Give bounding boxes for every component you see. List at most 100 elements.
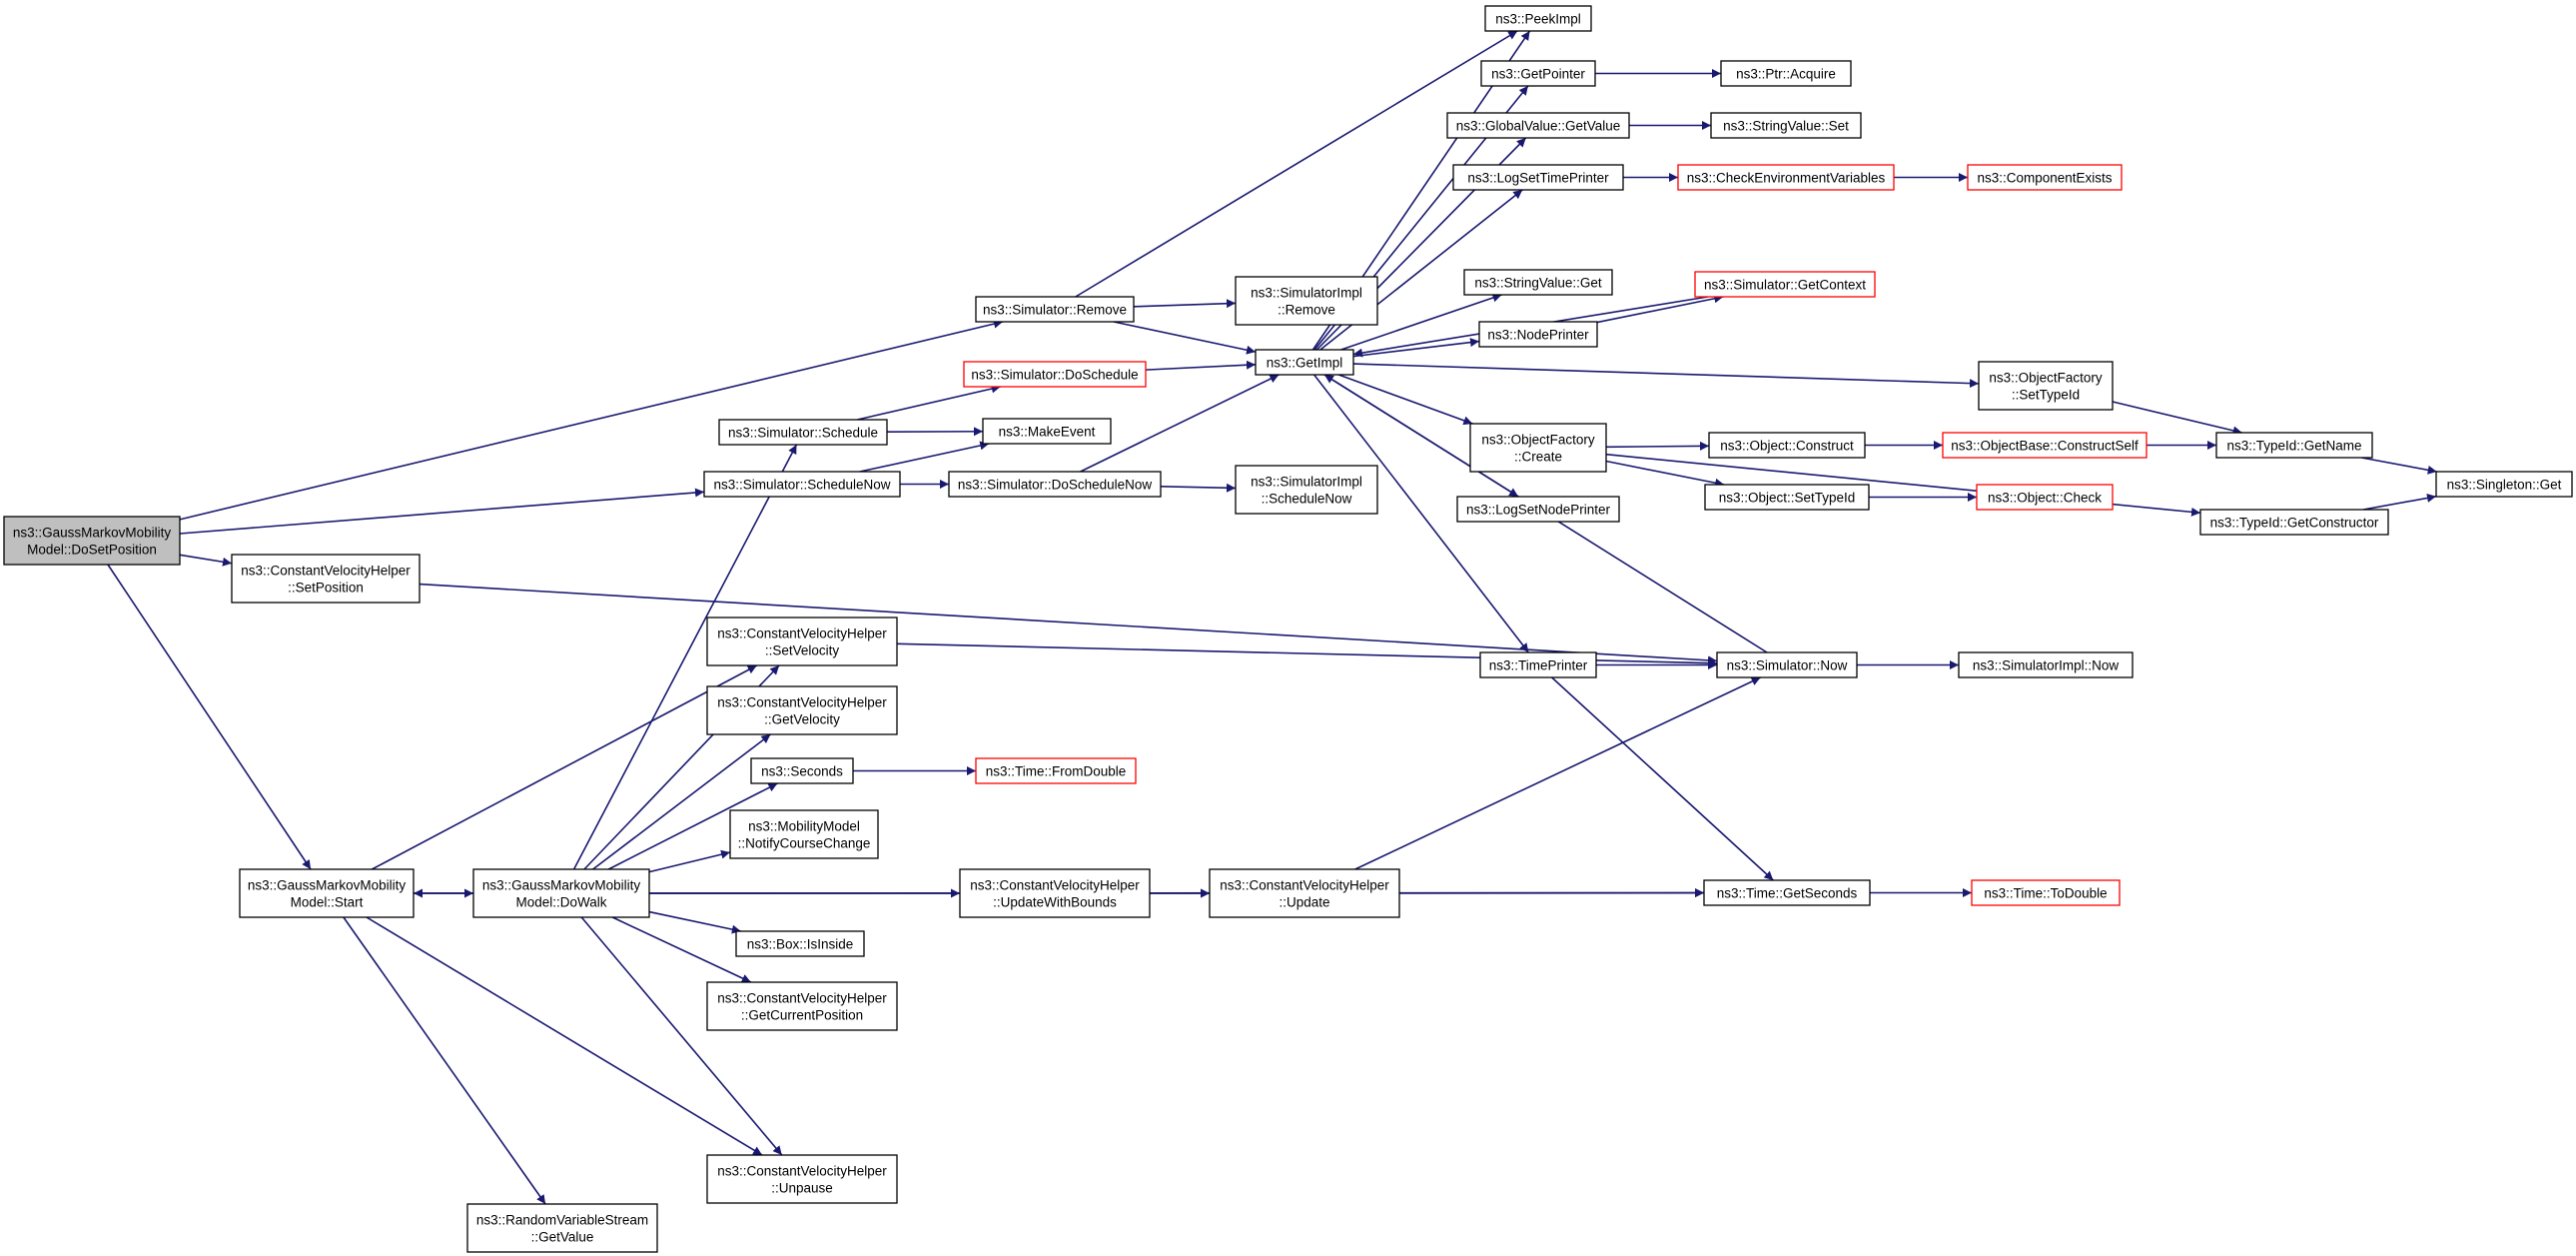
node-label: ::Remove (1278, 303, 1335, 318)
node-label: ns3::MakeEvent (999, 425, 1096, 440)
node-label: ns3::StringValue::Set (1723, 119, 1849, 134)
node-cvh_setvelocity[interactable]: ns3::ConstantVelocityHelper::SetVelocity (706, 617, 898, 666)
node-cvh_updatewithbounds[interactable]: ns3::ConstantVelocityHelper::UpdateWithB… (959, 868, 1151, 918)
node-label: ns3::Simulator::ScheduleNow (713, 478, 890, 493)
node-sim_doschedulenow[interactable]: ns3::Simulator::DoScheduleNow (948, 471, 1162, 498)
node-logsetnodeprinter[interactable]: ns3::LogSetNodePrinter (1456, 496, 1620, 523)
node-ptr_acquire[interactable]: ns3::Ptr::Acquire (1720, 60, 1852, 87)
node-label: ::SetPosition (288, 581, 364, 596)
node-getimpl[interactable]: ns3::GetImpl (1255, 349, 1354, 376)
node-label: ns3::ConstantVelocityHelper (717, 695, 887, 710)
node-object_construct[interactable]: ns3::Object::Construct (1708, 432, 1866, 459)
node-label: ns3::TypeId::GetConstructor (2210, 516, 2379, 531)
node-box_isinside[interactable]: ns3::Box::IsInside (735, 930, 865, 957)
node-typeid_getconstructor[interactable]: ns3::TypeId::GetConstructor (2199, 509, 2389, 536)
node-label: ns3::NodePrinter (1487, 328, 1589, 343)
node-label: ::SetTypeId (2012, 388, 2080, 403)
node-label: ::ScheduleNow (1262, 492, 1352, 507)
node-sim_remove[interactable]: ns3::Simulator::Remove (975, 296, 1135, 323)
node-label: ns3::ObjectFactory (1481, 433, 1595, 448)
edge-sim_remove-to-getimpl (1113, 321, 1257, 355)
node-box (3, 516, 181, 566)
node-label: Model::DoSetPosition (27, 543, 157, 558)
node-getpointer[interactable]: ns3::GetPointer (1480, 60, 1596, 87)
node-sim_now[interactable]: ns3::Simulator::Now (1716, 651, 1858, 678)
edge-of_create-to-object_construct (1605, 441, 1710, 451)
edge-of_create-to-object_settypeid (1605, 460, 1725, 488)
node-label: ns3::ComponentExists (1977, 171, 2112, 186)
node-sim_getcontext[interactable]: ns3::Simulator::GetContext (1694, 271, 1876, 298)
node-label: ns3::Seconds (761, 764, 843, 779)
node-checkenv[interactable]: ns3::CheckEnvironmentVariables (1677, 164, 1895, 191)
node-timeprinter[interactable]: ns3::TimePrinter (1479, 651, 1597, 678)
node-simimpl_now[interactable]: ns3::SimulatorImpl::Now (1958, 651, 2134, 678)
node-box (729, 809, 879, 859)
node-label: ns3::GlobalValue::GetValue (1456, 119, 1621, 134)
node-box (1255, 349, 1354, 376)
node-box (1703, 879, 1871, 906)
node-simimpl_schedulenow[interactable]: ns3::SimulatorImpl::ScheduleNow (1235, 465, 1378, 515)
node-rvs_getvalue[interactable]: ns3::RandomVariableStream::GetValue (466, 1203, 658, 1253)
node-cvh_update[interactable]: ns3::ConstantVelocityHelper::Update (1209, 868, 1400, 918)
node-object_check[interactable]: ns3::Object::Check (1976, 484, 2114, 511)
node-singleton_get[interactable]: ns3::Singleton::Get (2435, 471, 2573, 498)
node-label: Model::Start (291, 895, 364, 910)
node-makeevent[interactable]: ns3::MakeEvent (982, 418, 1112, 445)
node-label: ns3::SimulatorImpl::Now (1973, 658, 2120, 673)
node-label: ns3::LogSetTimePrinter (1467, 171, 1609, 186)
node-box (472, 868, 650, 918)
node-box (963, 361, 1147, 388)
node-typeid_getname[interactable]: ns3::TypeId::GetName (2215, 432, 2373, 459)
node-time_todouble[interactable]: ns3::Time::ToDouble (1971, 879, 2121, 906)
node-cvh_getcurrentposition[interactable]: ns3::ConstantVelocityHelper::GetCurrentP… (706, 981, 898, 1031)
node-of_create[interactable]: ns3::ObjectFactory::Create (1469, 423, 1607, 473)
node-objectbase_constructself[interactable]: ns3::ObjectBase::ConstructSelf (1942, 432, 2147, 459)
node-label: ns3::GetPointer (1491, 67, 1585, 82)
node-box (718, 419, 888, 446)
node-mm_notify[interactable]: ns3::MobilityModel::NotifyCourseChange (729, 809, 879, 859)
node-componentexists[interactable]: ns3::ComponentExists (1967, 164, 2123, 191)
node-dosetposition[interactable]: ns3::GaussMarkovMobilityModel::DoSetPosi… (3, 516, 181, 566)
node-box (1958, 651, 2134, 678)
node-stringvalue_get[interactable]: ns3::StringValue::Get (1463, 269, 1613, 296)
node-sim_schedulenow[interactable]: ns3::Simulator::ScheduleNow (703, 471, 901, 498)
node-box (975, 296, 1135, 323)
node-label: ns3::Simulator::Now (1727, 658, 1848, 673)
edge-gm_dowalk-to-sim_schedule (572, 444, 798, 870)
node-nodeprinter[interactable]: ns3::NodePrinter (1478, 321, 1598, 348)
node-label: ns3::GaussMarkovMobility (248, 878, 407, 893)
node-gv_getvalue[interactable]: ns3::GlobalValue::GetValue (1446, 112, 1630, 139)
edge-getimpl-to-of_settypeid (1352, 363, 1980, 389)
edge-cvh_update-to-sim_now (1354, 676, 1761, 870)
node-seconds[interactable]: ns3::Seconds (750, 757, 854, 784)
node-label: ns3::Time::ToDouble (1984, 886, 2107, 901)
node-sim_doschedule[interactable]: ns3::Simulator::DoSchedule (963, 361, 1147, 388)
edge-of_settypeid-to-typeid_getname (2112, 401, 2242, 436)
node-label: ::GetValue (531, 1230, 594, 1245)
node-box (982, 418, 1112, 445)
node-peekimpl[interactable]: ns3::PeekImpl (1484, 5, 1592, 32)
node-logsettimeprinter[interactable]: ns3::LogSetTimePrinter (1452, 164, 1624, 191)
node-label: ns3::RandomVariableStream (476, 1213, 648, 1228)
node-label: ns3::Object::Check (1988, 491, 2102, 506)
node-label: ns3::ObjectBase::ConstructSelf (1951, 439, 2139, 454)
node-time_fromdouble[interactable]: ns3::Time::FromDouble (975, 757, 1137, 784)
node-of_settypeid[interactable]: ns3::ObjectFactory::SetTypeId (1978, 361, 2114, 411)
node-simimpl_remove[interactable]: ns3::SimulatorImpl::Remove (1235, 276, 1378, 326)
node-stringvalue_set[interactable]: ns3::StringValue::Set (1710, 112, 1862, 139)
node-label: ns3::SimulatorImpl (1251, 286, 1362, 301)
node-sim_schedule[interactable]: ns3::Simulator::Schedule (718, 419, 888, 446)
node-label: ns3::GaussMarkovMobility (13, 526, 172, 541)
edge-sim_schedule-to-sim_doschedule (857, 384, 1001, 421)
node-time_getseconds[interactable]: ns3::Time::GetSeconds (1703, 879, 1871, 906)
edge-gm_dowalk-to-box_isinside (648, 910, 742, 934)
node-object_settypeid[interactable]: ns3::Object::SetTypeId (1704, 484, 1870, 511)
node-cvh_setposition[interactable]: ns3::ConstantVelocityHelper::SetPosition (231, 554, 421, 604)
node-cvh_unpause[interactable]: ns3::ConstantVelocityHelper::Unpause (706, 1154, 898, 1204)
node-cvh_getvelocity[interactable]: ns3::ConstantVelocityHelper::GetVelocity (706, 685, 898, 735)
node-label: ns3::GetImpl (1267, 356, 1343, 371)
edge-gm_dowalk-to-mm_notify (648, 849, 731, 873)
